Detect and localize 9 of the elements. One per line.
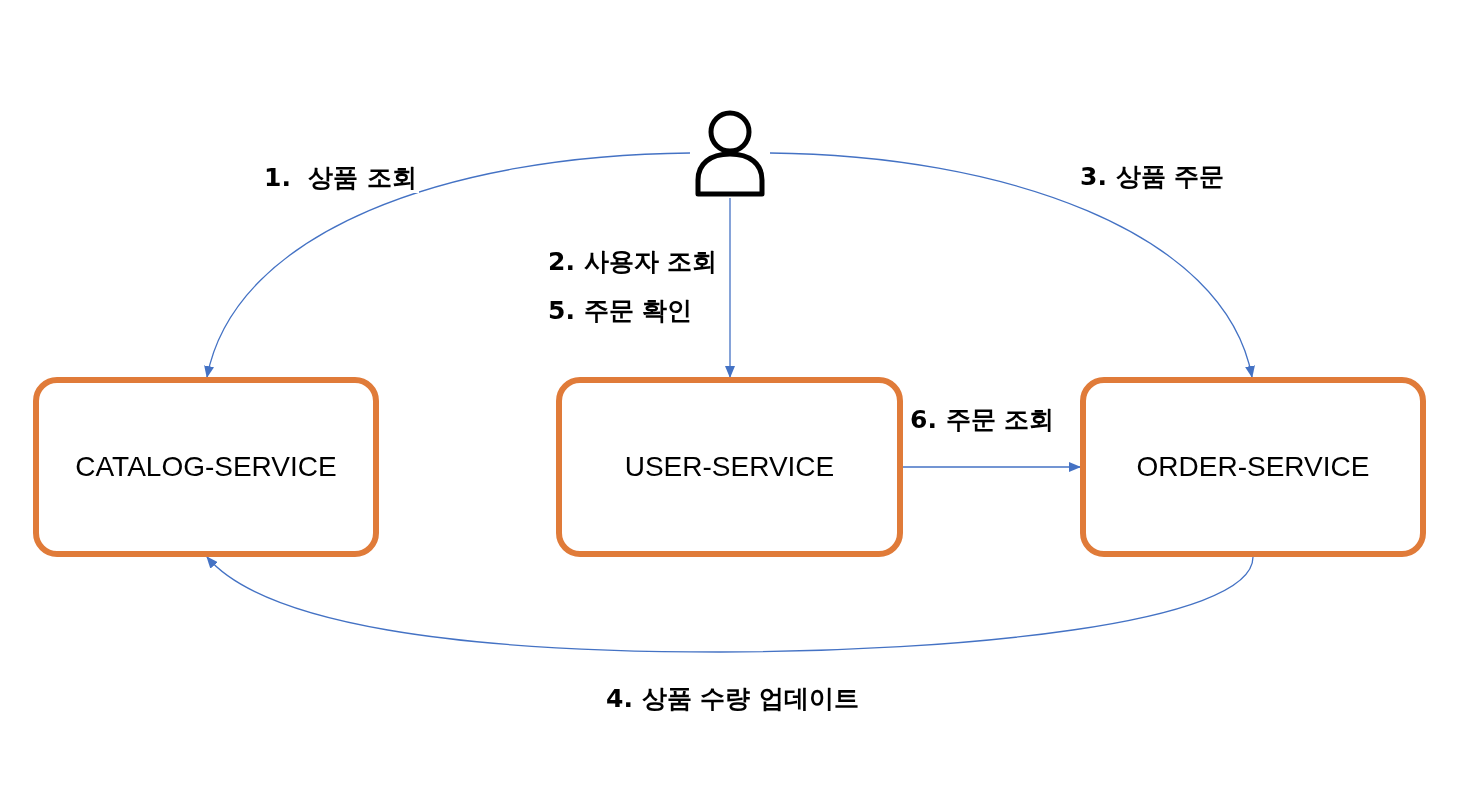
service-box: CATALOG-SERVICE [33, 377, 379, 557]
arrow [902, 462, 1081, 472]
arrow [725, 197, 735, 378]
arrow [206, 556, 1254, 653]
service-box: ORDER-SERVICE [1080, 377, 1426, 557]
service-box: USER-SERVICE [556, 377, 903, 557]
arrow [769, 152, 1254, 378]
edge-label: 4. 상품 수량 업데이트 [604, 684, 861, 714]
arrow [205, 152, 691, 378]
